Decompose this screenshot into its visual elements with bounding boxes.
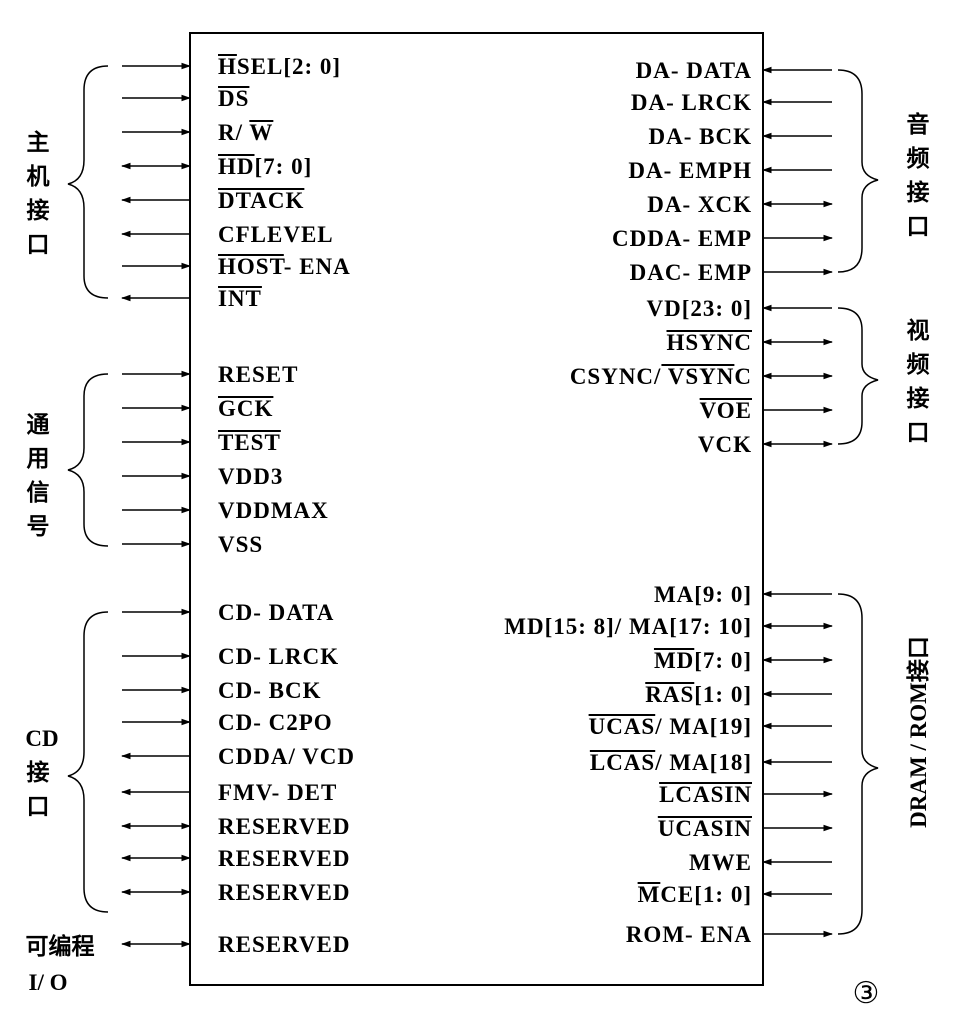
general-char-1: 通 [27,412,50,437]
video-char-2: 频 [907,352,930,377]
right-pin-label: CDDA- EMP [612,226,752,251]
left-pin-label: RESET [218,362,298,387]
group-label-cd: CD 接 口 [25,726,58,819]
right-pin-label: UCAS/ MA[19] [589,714,752,739]
left-pin-label: DS [218,86,249,111]
audio-char-3: 接 [907,180,930,205]
brace-host [67,65,109,299]
prog-io-label-2: I/ O [29,970,68,995]
general-char-3: 信 [27,479,50,505]
left-pin-label: VDDMAX [218,498,329,523]
video-char-1: 视 [907,317,930,343]
right-pin-label: DA- DATA [636,58,752,83]
left-pin-label: RESERVED [218,846,350,871]
cd-char-3: 口 [27,794,50,819]
audio-char-4: 口 [907,214,930,239]
group-label-host: 主 机 接 口 [27,130,50,257]
right-pin-label: HSYNC [666,330,752,355]
left-pin-label: CFLEVEL [218,222,334,247]
host-char-2: 机 [27,164,50,189]
general-char-4: 号 [27,514,50,539]
cd-line-1: CD [25,726,58,751]
left-pin-label: VDD3 [218,464,283,489]
right-pin-label: LCASIN [659,782,752,807]
group-label-dram: DRAM / ROM接口 [906,636,931,828]
prog-io-label-1: 可编程 [26,933,95,959]
right-pin-label: MD[7: 0] [654,648,752,673]
brace-dram [837,593,879,935]
figure-mark: ③ [853,977,880,1010]
host-char-4: 口 [27,232,50,257]
right-pin-label: ROM- ENA [626,922,752,947]
right-pin-label: DA- BCK [649,124,752,149]
right-pin-group: DA- DATA DA- LRCK DA- BCK DA- EMPH DA- XCK CD… [504,58,833,947]
video-char-3: 接 [907,386,930,411]
right-pin-label: CSYNC/ VSYNC [570,364,752,389]
left-pin-label: RESERVED [218,880,350,905]
left-pin-label: CD- C2PO [218,710,333,735]
right-pin-label: VCK [698,432,752,457]
left-pin-label: GCK [218,396,273,421]
right-pin-label: UCASIN [658,816,752,841]
right-pin-label: MD[15: 8]/ MA[17: 10] [504,614,752,639]
cd-char-2: 接 [27,760,50,785]
host-char-3: 接 [27,198,50,223]
left-pin-label: HSEL[2: 0] [218,54,341,79]
video-char-4: 口 [907,420,930,445]
right-pin-label: LCAS/ MA[18] [590,750,752,775]
left-pin-label: HD[7: 0] [218,154,312,179]
group-label-video: 视 频 接 口 [907,317,930,445]
right-pin-label: VD[23: 0] [647,296,752,321]
left-pin-label: CD- LRCK [218,644,339,669]
left-pin-label: CD- DATA [218,600,334,625]
audio-char-2: 频 [907,146,930,171]
brace-video [837,307,879,445]
left-pin-group: HSEL[2: 0] DS R/ W HD[7: 0] DTACK CFLEVEL HOST… [121,54,355,957]
audio-char-1: 音 [907,111,930,137]
brace-general [67,373,109,547]
brace-cd [67,611,109,913]
left-pin-label: DTACK [218,188,304,213]
left-pin-label: HOST- ENA [218,254,351,279]
right-pin-label: MA[9: 0] [654,582,752,607]
host-char-1: 主 [27,130,50,155]
left-pin-label: R/ W [218,120,273,145]
general-char-2: 用 [27,446,50,471]
group-label-audio: 音 频 接 口 [907,111,930,239]
left-pin-label: RESERVED [218,814,350,839]
left-pin-label: INT [218,286,262,311]
right-pin-label: VOE [700,398,752,423]
left-pin-label: CD- BCK [218,678,321,703]
left-pin-label: RESERVED [218,932,350,957]
right-pin-label: DAC- EMP [630,260,752,285]
right-pin-label: DA- XCK [647,192,752,217]
left-pin-label: CDDA/ VCD [218,744,355,769]
group-label-general: 通 用 信 号 [27,412,50,539]
left-pin-label: VSS [218,532,263,557]
right-pin-label: MWE [689,850,752,875]
left-pin-label: TEST [218,430,281,455]
left-pin-label: FMV- DET [218,780,337,805]
right-pin-label: DA- EMPH [628,158,752,183]
right-pin-label: MCE[1: 0] [638,882,752,907]
right-pin-label: RAS[1: 0] [645,682,752,707]
right-pin-label: DA- LRCK [631,90,752,115]
brace-audio [837,69,879,273]
